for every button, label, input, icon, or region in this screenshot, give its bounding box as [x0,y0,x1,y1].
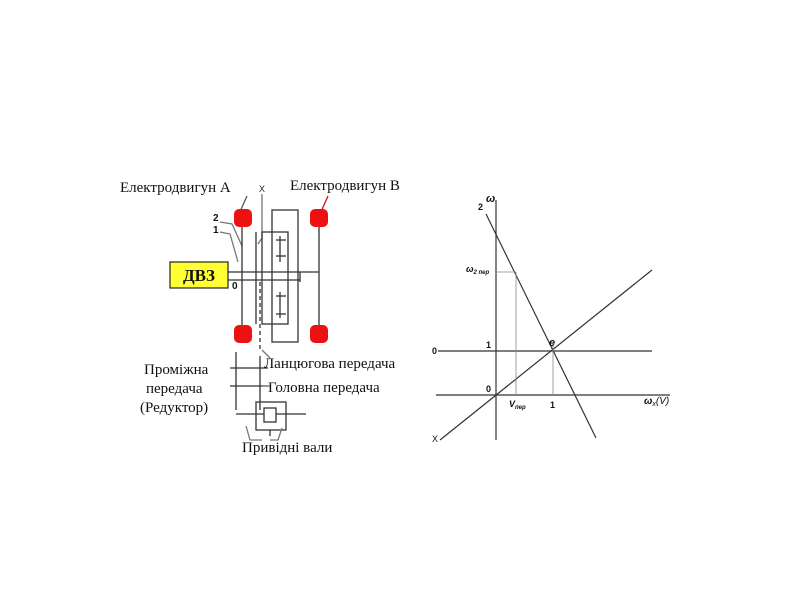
graph-origin: 0 [486,384,491,394]
graph-omega2-label: ω2 пер [466,264,490,276]
motor-b-label: Електродвигун В [290,178,400,194]
graph-vper-label: Vпер [509,399,526,411]
intermediate-label-3: (Редуктор) [140,400,208,416]
motor-a-upper [234,209,252,227]
shaft-0-label: 0 [232,281,238,292]
differential-inner [263,407,277,423]
chain-drive-label: Ланцюгова передача [264,356,396,372]
speed-graph [436,200,670,441]
motor-a-label: Електродвигун А [120,180,231,196]
graph-tick-x-1: 1 [550,400,555,410]
motor-b-lower [310,325,328,343]
drive-leader-right [270,427,283,441]
motors [234,209,328,343]
graph-x-axis-label: ωx(V) [644,396,669,408]
planetary-carrier [261,231,289,325]
x-axis-unit: (V) [656,396,669,407]
transmission-scheme [219,194,329,441]
differential-outer [255,401,287,431]
motor-a-lower [234,325,252,343]
graph-y-axis-label: ω [486,193,495,205]
omega2-subscript: 2 пер [473,270,490,276]
omega2-symbol: ω [466,264,474,274]
vper-subscript: пер [515,405,526,411]
drive-shafts-label: Привідні вали [242,440,332,456]
drive-leader-left [245,425,262,441]
vper-symbol: V [509,399,516,409]
ice-box [169,261,229,289]
motor-b-upper [310,209,328,227]
intermediate-label-2: передача [146,381,203,397]
planetary-outer-frame [271,209,299,343]
shaft-x-label: X [259,184,265,194]
main-drive-label: Головна передача [268,380,380,396]
shaft-2-label: 2 [213,213,219,224]
graph-tick-y-2: 2 [478,202,483,212]
graph-line-0-label: 0 [432,346,437,356]
ice-label: ДВЗ [183,266,215,285]
x-axis-subscript: x [651,401,656,408]
graph-line-2 [485,213,597,439]
graph-point-e: e [549,337,555,349]
chain-leader [261,349,271,359]
intermediate-label-1: Проміжна [144,362,209,378]
graph-line-x-label: X [432,434,438,444]
graph-tick-y-1: 1 [486,340,491,350]
leader-shaft-1 [219,231,239,263]
graph-line-x [439,269,653,441]
leader-shaft-2 [219,221,243,247]
shaft-1-label: 1 [213,225,219,236]
x-axis-symbol: ω [644,396,653,407]
